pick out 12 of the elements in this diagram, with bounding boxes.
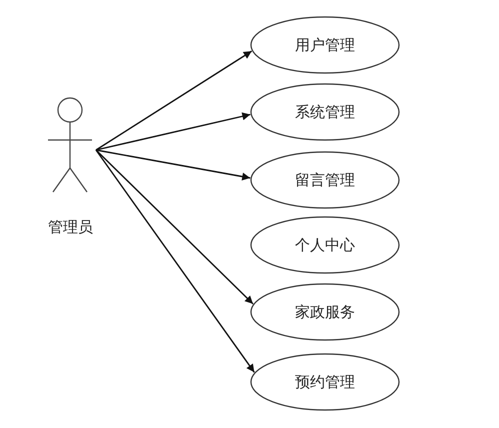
arrow bbox=[95, 150, 255, 373]
use-case-ellipse: 预约管理 bbox=[250, 353, 400, 411]
use-case-ellipse: 个人中心 bbox=[250, 216, 400, 274]
arrow bbox=[96, 150, 254, 304]
actor-label: 管理员 bbox=[48, 218, 93, 237]
arrow bbox=[96, 149, 250, 180]
arrow bbox=[96, 50, 252, 151]
use-case-ellipse: 留言管理 bbox=[250, 151, 400, 209]
arrow bbox=[96, 112, 250, 151]
use-case-ellipse: 系统管理 bbox=[250, 83, 400, 141]
use-case-ellipse: 用户管理 bbox=[250, 16, 400, 74]
use-case-ellipse: 家政服务 bbox=[250, 283, 400, 341]
